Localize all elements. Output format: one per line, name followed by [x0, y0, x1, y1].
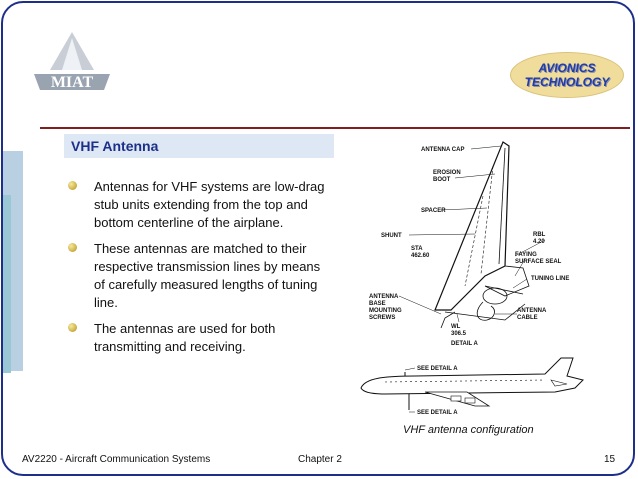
footer-course: AV2220 - Aircraft Communication Systems: [22, 454, 211, 465]
bullet-icon: [68, 243, 77, 252]
label-see-detail-bottom: SEE DETAIL A: [417, 410, 458, 416]
slide-title: VHF Antenna: [71, 138, 159, 154]
slide-title-bar: VHF Antenna: [64, 134, 334, 158]
label-spacer: SPACER: [421, 208, 446, 214]
bullet-text: The antennas are used for both transmitt…: [94, 321, 276, 354]
header-accent-line: [40, 127, 630, 129]
badge-line-1: AVIONICS: [538, 61, 596, 75]
bullet-text: These antennas are matched to their resp…: [94, 241, 321, 310]
footer-chapter: Chapter 2: [298, 454, 342, 465]
bullet-text: Antennas for VHF systems are low-drag st…: [94, 179, 325, 230]
miat-logo: MIAT: [34, 32, 110, 91]
label-detail-a: DETAIL A: [451, 341, 479, 347]
label-antenna-cap: ANTENNA CAP: [421, 147, 464, 153]
bullet-item: These antennas are matched to their resp…: [68, 240, 328, 312]
label-see-detail-top: SEE DETAIL A: [417, 366, 458, 372]
left-decor-band-inner: [3, 195, 11, 373]
footer-page-number: 15: [604, 454, 616, 465]
badge-line-2: TECHNOLOGY: [524, 75, 610, 89]
bullet-item: Antennas for VHF systems are low-drag st…: [68, 178, 328, 232]
bullet-item: The antennas are used for both transmitt…: [68, 320, 328, 356]
avionics-technology-badge: AVIONICS TECHNOLOGY: [510, 52, 624, 98]
label-tuning-line: TUNING LINE: [531, 276, 569, 282]
label-shunt: SHUNT: [381, 233, 402, 239]
bullet-icon: [68, 181, 77, 190]
figure-caption: VHF antenna configuration: [403, 424, 534, 436]
logo-text: MIAT: [51, 74, 94, 91]
bullet-list: Antennas for VHF systems are low-drag st…: [68, 178, 328, 364]
bullet-icon: [68, 323, 77, 332]
